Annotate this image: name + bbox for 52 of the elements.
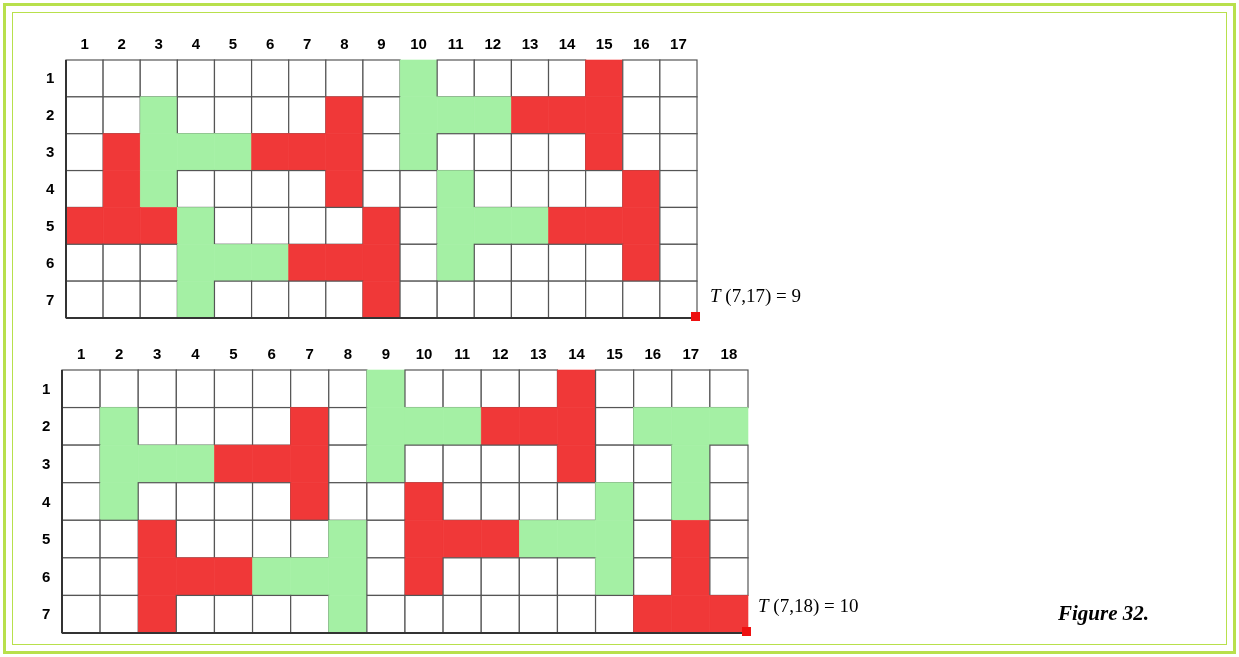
- column-number: 10: [415, 346, 433, 361]
- column-number: 13: [530, 346, 547, 361]
- column-number: 7: [305, 346, 314, 361]
- column-number: 6: [265, 36, 275, 51]
- row-number: 1: [42, 380, 51, 396]
- row-number: 5: [46, 217, 55, 233]
- column-number: 17: [670, 36, 687, 51]
- row-number: 7: [46, 291, 55, 307]
- column-number: 8: [343, 346, 352, 361]
- column-number: 11: [454, 346, 471, 361]
- column-number: 9: [377, 36, 386, 51]
- formula: T (7,17) = 9: [710, 284, 801, 308]
- column-number: 4: [191, 36, 201, 51]
- column-number: 10: [410, 36, 427, 51]
- row-number: 6: [46, 254, 55, 270]
- row-number: 6: [42, 568, 51, 584]
- column-number: 8: [340, 36, 349, 51]
- column-number: 5: [229, 346, 238, 361]
- column-number: 3: [153, 346, 162, 361]
- column-number: 1: [76, 346, 86, 361]
- column-number: 12: [491, 346, 509, 361]
- row-number: 3: [46, 144, 55, 160]
- column-number: 14: [558, 36, 576, 51]
- row-number: 4: [42, 493, 51, 509]
- column-number: 15: [606, 346, 623, 361]
- column-number: 3: [154, 36, 163, 51]
- row-number: 4: [46, 181, 55, 196]
- column-number: 16: [644, 346, 662, 361]
- column-number: 12: [484, 36, 502, 51]
- formula: T (7,18) = 10: [758, 594, 859, 618]
- row-number: 1: [46, 70, 55, 86]
- column-number: 6: [267, 346, 276, 361]
- column-number: 5: [228, 36, 238, 51]
- column-number: 11: [447, 36, 464, 51]
- column-number: 7: [303, 36, 312, 51]
- column-number: 15: [595, 36, 613, 51]
- row-number: 3: [42, 455, 51, 471]
- column-number: 2: [115, 346, 124, 361]
- column-number: 1: [80, 36, 89, 51]
- column-number: 9: [381, 346, 391, 361]
- column-number: 2: [117, 36, 126, 51]
- row-number: 5: [42, 531, 51, 547]
- column-number: 17: [682, 346, 700, 361]
- row-number: 7: [42, 606, 51, 622]
- column-number: 18: [720, 346, 738, 361]
- column-number: 4: [191, 346, 200, 361]
- column-number: 16: [632, 36, 650, 51]
- figure-caption: Figure 32.: [1058, 600, 1149, 627]
- row-number: 2: [46, 107, 55, 123]
- row-number: 2: [42, 418, 51, 434]
- column-number: 14: [568, 346, 585, 361]
- column-number: 13: [521, 36, 539, 51]
